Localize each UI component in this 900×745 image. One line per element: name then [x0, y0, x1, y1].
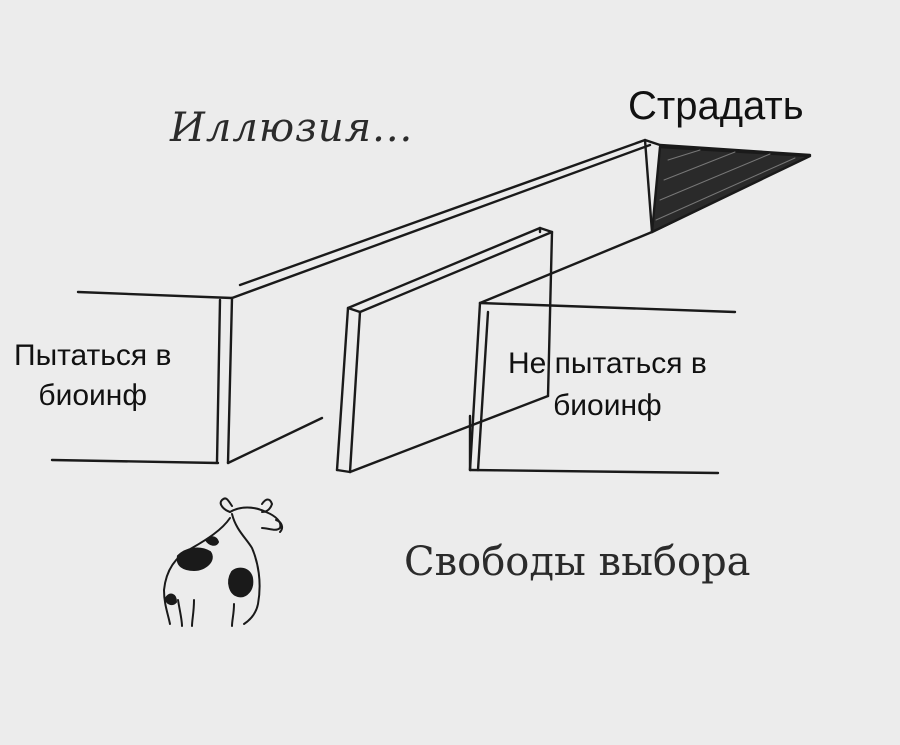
- left-wall: [50, 138, 652, 465]
- right-wall: [468, 301, 737, 475]
- dark-corner-shadow: [650, 145, 812, 234]
- suffer-label: Страдать: [628, 84, 804, 128]
- illusion-label: Иллюзия...: [170, 105, 414, 151]
- cow-drawing: [163, 497, 284, 627]
- try-bioinf-label: Пытаться в биоинф: [14, 339, 172, 412]
- freedom-of-choice-label: Свободы выбора: [404, 539, 751, 585]
- not-try-bioinf-label: Не пытаться в биоинф: [508, 347, 707, 422]
- middle-panel: [335, 226, 554, 474]
